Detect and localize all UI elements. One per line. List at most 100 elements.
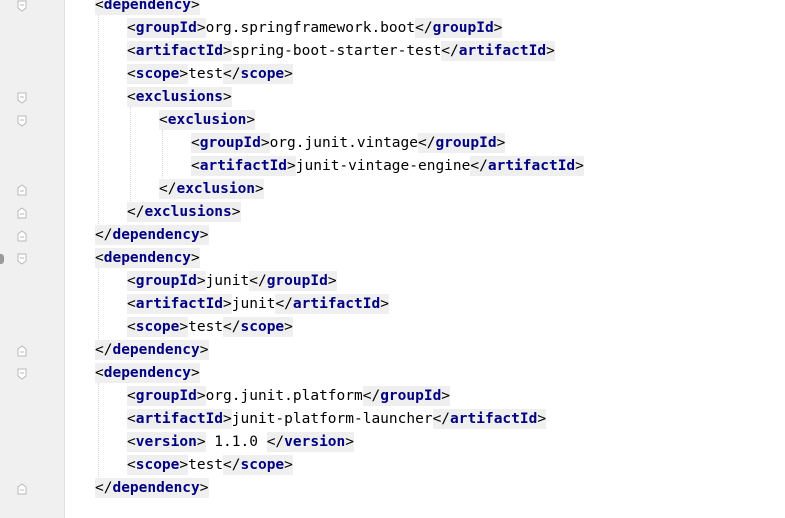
code-line[interactable]: <groupId>org.junit.platform</groupId> — [127, 385, 451, 408]
tag-bracket: </ — [95, 342, 113, 358]
fold-end-icon[interactable] — [17, 483, 27, 495]
tag-name: groupId — [380, 388, 442, 404]
tag-bracket: </ — [417, 135, 436, 151]
code-line[interactable]: <exclusions> — [127, 86, 232, 109]
xml-close-tag: </artifactId> — [470, 156, 584, 176]
tag-name: groupId — [435, 135, 497, 151]
fold-start-icon[interactable] — [17, 115, 27, 127]
xml-close-tag: </scope> — [223, 317, 293, 337]
xml-open-tag: <scope> — [127, 455, 189, 475]
tag-bracket: < — [127, 319, 136, 335]
xml-open-tag: <artifactId> — [191, 156, 296, 176]
xml-open-tag: <artifactId> — [127, 409, 232, 429]
code-line[interactable]: <scope>test</scope> — [127, 454, 293, 477]
tag-bracket: < — [95, 0, 104, 13]
tag-name: version — [284, 434, 346, 450]
gutter-divider — [64, 0, 65, 518]
fold-start-icon[interactable] — [17, 253, 27, 265]
tag-bracket: < — [127, 43, 136, 59]
code-line[interactable]: <groupId>org.springframework.boot</group… — [127, 17, 503, 40]
xml-close-tag: </artifactId> — [275, 294, 389, 314]
tag-name: artifactId — [135, 296, 224, 312]
code-line[interactable]: </dependency> — [95, 339, 209, 362]
xml-open-tag: <dependency> — [95, 0, 200, 15]
xml-open-tag: <artifactId> — [127, 41, 232, 61]
tag-name: artifactId — [292, 296, 381, 312]
element-text: spring-boot-starter-test — [231, 43, 442, 59]
xml-open-tag: <groupId> — [127, 18, 206, 38]
code-line[interactable]: <version> 1.1.0 </version> — [127, 431, 354, 454]
fold-start-icon[interactable] — [17, 92, 27, 104]
editor-gutter — [0, 0, 64, 518]
tag-name: groupId — [135, 388, 197, 404]
xml-open-tag: <groupId> — [127, 386, 206, 406]
element-text: org.junit.platform — [205, 388, 363, 404]
element-text: test — [188, 457, 224, 473]
tag-bracket: > — [196, 388, 206, 404]
tag-bracket: > — [284, 457, 293, 473]
code-line[interactable]: <groupId>junit</groupId> — [127, 270, 337, 293]
tag-name: groupId — [135, 273, 197, 289]
code-line[interactable]: <dependency> — [95, 362, 200, 385]
tag-bracket: > — [537, 411, 547, 427]
fold-end-icon[interactable] — [17, 207, 27, 219]
tag-bracket: < — [159, 112, 168, 128]
code-line[interactable]: <dependency> — [95, 247, 200, 270]
code-line[interactable]: </dependency> — [95, 224, 209, 247]
code-line[interactable]: <scope>test</scope> — [127, 63, 293, 86]
tag-bracket: < — [95, 365, 104, 381]
fold-end-icon[interactable] — [17, 184, 27, 196]
tag-name: groupId — [199, 135, 261, 151]
tag-name: dependency — [112, 227, 200, 243]
tag-bracket: < — [191, 135, 200, 151]
tag-bracket: > — [191, 0, 200, 13]
code-line[interactable]: <exclusion> — [159, 109, 256, 132]
tag-bracket: > — [223, 411, 232, 427]
xml-close-tag: </groupId> — [362, 386, 451, 406]
tag-name: exclusions — [144, 204, 232, 220]
gutter-marker — [0, 254, 4, 264]
tag-name: scope — [240, 319, 285, 335]
tag-bracket: > — [441, 388, 451, 404]
tag-name: groupId — [135, 20, 197, 36]
xml-close-tag: </scope> — [223, 455, 293, 475]
fold-end-icon[interactable] — [17, 230, 27, 242]
code-line[interactable]: <groupId>org.junit.vintage</groupId> — [191, 132, 506, 155]
code-line[interactable]: <scope>test</scope> — [127, 316, 293, 339]
fold-start-icon[interactable] — [17, 368, 27, 380]
tag-bracket: </ — [127, 204, 145, 220]
tag-name: dependency — [103, 0, 192, 13]
fold-end-icon[interactable] — [17, 345, 27, 357]
code-line[interactable]: </exclusion> — [159, 178, 264, 201]
tag-bracket: > — [246, 112, 256, 128]
code-line[interactable]: <artifactId>spring-boot-starter-test</ar… — [127, 40, 555, 63]
tag-name: artifactId — [487, 158, 576, 174]
xml-open-tag: <scope> — [127, 317, 189, 337]
tag-bracket: </ — [223, 457, 241, 473]
tag-bracket: < — [127, 457, 136, 473]
tag-name: artifactId — [199, 158, 288, 174]
tag-name: scope — [135, 319, 180, 335]
code-line[interactable]: </exclusions> — [127, 201, 241, 224]
tag-bracket: < — [127, 20, 136, 36]
tag-bracket: </ — [415, 20, 433, 36]
fold-start-icon[interactable] — [17, 0, 27, 12]
tag-bracket: < — [127, 434, 136, 450]
code-line[interactable]: <artifactId>junit-platform-launcher</art… — [127, 408, 547, 431]
tag-name: dependency — [112, 342, 200, 358]
tag-bracket: > — [199, 342, 209, 358]
code-line[interactable]: <artifactId>junit</artifactId> — [127, 293, 389, 316]
tag-bracket: </ — [275, 296, 293, 312]
tag-bracket: > — [199, 227, 209, 243]
tag-name: artifactId — [458, 43, 547, 59]
element-text: 1.1.0 — [205, 434, 267, 450]
code-line[interactable]: <artifactId>junit-vintage-engine</artifa… — [191, 155, 584, 178]
code-line[interactable]: </dependency> — [95, 477, 209, 500]
tag-name: exclusions — [135, 89, 224, 105]
tag-bracket: < — [191, 158, 200, 174]
code-line[interactable]: <dependency> — [95, 0, 200, 17]
tag-name: artifactId — [135, 43, 224, 59]
tag-name: scope — [240, 66, 285, 82]
tag-bracket: > — [179, 457, 189, 473]
tag-bracket: > — [327, 273, 337, 289]
